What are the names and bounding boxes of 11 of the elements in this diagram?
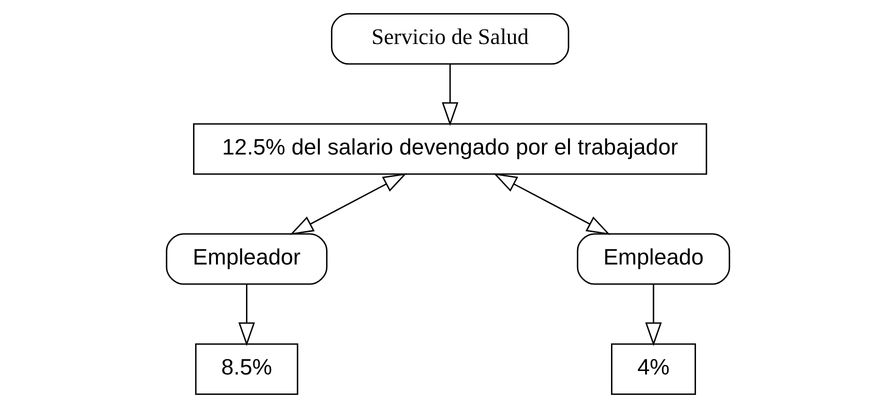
node-box: 8.5% xyxy=(194,343,298,395)
node-box: Servicio de Salud xyxy=(330,13,569,65)
arrow xyxy=(644,284,662,346)
arrow xyxy=(492,173,610,235)
arrow xyxy=(289,173,406,235)
node-box: 4% xyxy=(610,343,696,395)
node-box: Empleado xyxy=(576,233,730,285)
arrow xyxy=(238,284,254,346)
arrow xyxy=(441,64,458,126)
node-box: Empleador xyxy=(165,233,327,285)
node-box: 12.5% del salario devengado por el trabajador xyxy=(192,123,707,175)
